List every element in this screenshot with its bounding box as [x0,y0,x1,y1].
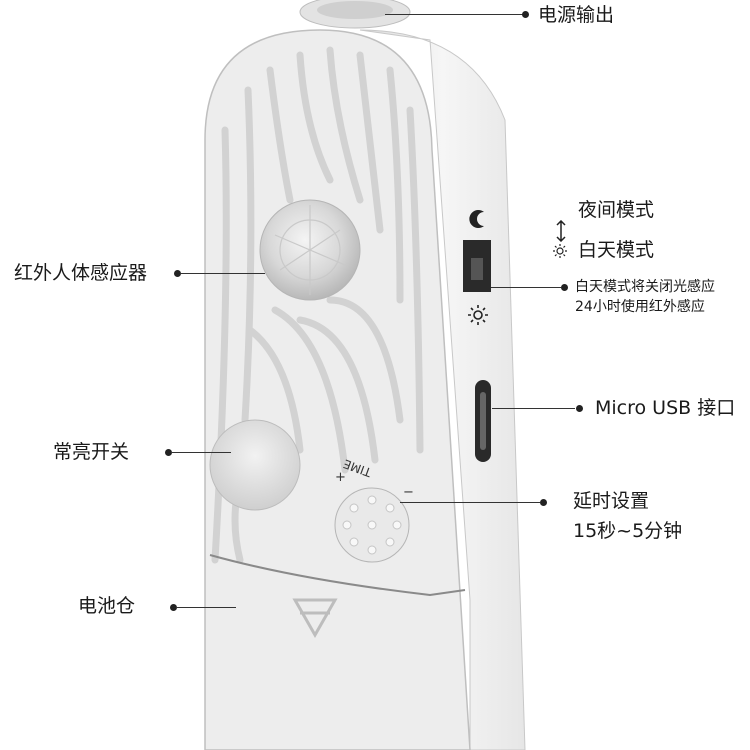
knob-plus-label: + [335,470,346,485]
night-mode-label: 夜间模式 [578,199,655,221]
delay-dot [540,499,547,506]
device-ribs [211,46,424,564]
pir-sensor-dot [174,270,181,277]
power-output-leader [385,14,525,15]
mode-switch-dot [561,284,568,291]
mode-note-line2: 24小时使用红外感应 [575,299,705,315]
delay-label-line2: 15秒~5分钟 [573,520,683,542]
battery-label: 电池仓 [78,595,136,617]
mode-note-line1: 白天模式将关闭光感应 [575,279,715,295]
device-sun-icon [468,305,488,325]
power-output-label: 电源输出 [538,4,615,26]
pir-sensor-label: 红外人体感应器 [14,262,148,284]
usb-port-label: Micro USB 接口 [595,397,736,419]
device-side-panel [359,29,526,750]
up-down-arrow-icon [556,220,566,242]
always-on-label: 常亮开关 [53,441,130,463]
mode-switch-leader [491,287,561,288]
device-moon-icon [469,210,484,228]
usb-dot [576,405,583,412]
always-on-leader [171,452,231,453]
mode-switch-slider [471,258,483,280]
battery-leader [176,607,236,608]
day-mode-label: 白天模式 [578,239,655,261]
legend-sun-icon [553,244,567,258]
delay-leader [400,502,540,503]
usb-leader [492,408,575,409]
delay-label-line1: 延时设置 [573,490,650,512]
legend-moon-icon [556,204,562,216]
knob-minus-label: − [403,485,414,500]
power-output-dot [522,11,529,18]
battery-dot [170,604,177,611]
always-on-button [209,419,301,511]
always-on-dot [165,449,172,456]
pir-sensor-leader [180,273,265,274]
battery-cover-seam [209,554,466,597]
